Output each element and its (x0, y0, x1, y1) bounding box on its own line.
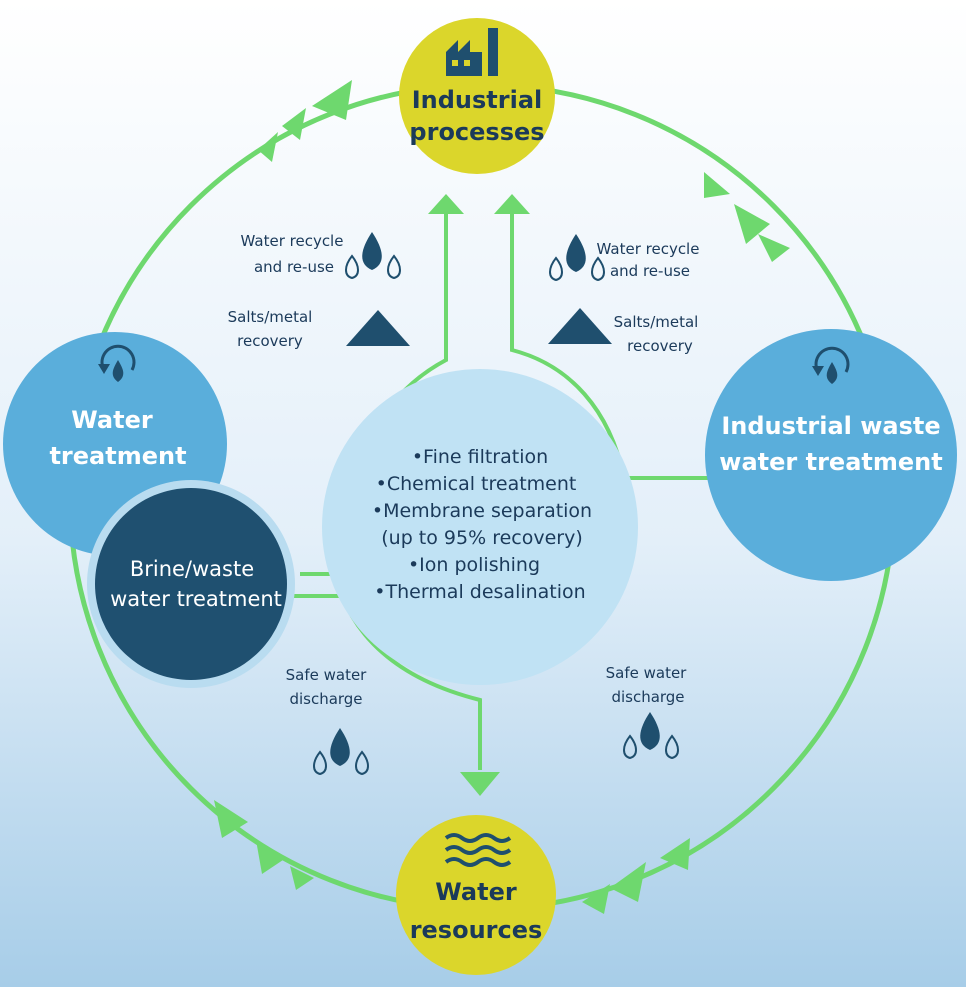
water-treatment-label-2: treatment (49, 442, 186, 470)
center-processes (322, 369, 638, 685)
water-resources-circle (396, 815, 556, 975)
center-item: •Chemical treatment (376, 473, 577, 495)
water-recycle-icon (98, 344, 136, 382)
left-recycle-label-2: and re-use (254, 258, 334, 276)
left-discharge-label-1: Safe water (286, 666, 368, 684)
brine-label-1: Brine/waste (130, 557, 254, 581)
connector-arrowheads (428, 194, 530, 796)
node-industrial-processes: Industrial processes (399, 18, 555, 174)
center-list: •Fine filtration •Chemical treatment •Me… (372, 446, 592, 603)
node-brine: Brine/waste water treatment (87, 480, 295, 688)
ring-arrow (582, 884, 610, 914)
ring-arrow (258, 132, 278, 162)
salt-pile-icon (548, 308, 612, 344)
ring-arrow (734, 204, 770, 244)
ring-arrow (758, 234, 790, 262)
ring-arrows (214, 80, 790, 914)
left-salts-label-2: recovery (237, 332, 303, 350)
ring-arrow (282, 108, 306, 140)
left-recycle-label-1: Water recycle (241, 232, 344, 250)
ring-arrow (312, 80, 352, 120)
water-drops-icon (313, 728, 369, 776)
water-drops-icon (549, 234, 605, 282)
arrowhead-up-right (494, 194, 530, 214)
industrial-waste-circle (705, 329, 957, 581)
node-water-resources: Water resources (396, 815, 556, 975)
waves-icon (444, 833, 512, 867)
right-salts-label-1: Salts/metal (614, 313, 699, 331)
ring-arrow (610, 862, 646, 902)
brine-label-2: water treatment (110, 587, 282, 611)
arrowhead-up-left (428, 194, 464, 214)
left-discharge-label-2: discharge (289, 690, 362, 708)
industrial-processes-circle (399, 18, 555, 174)
node-industrial-waste: Industrial waste water treatment (705, 329, 957, 581)
right-recycle-label-2: and re-use (610, 262, 690, 280)
center-item: •Thermal desalination (374, 581, 585, 603)
left-salts-label-1: Salts/metal (228, 308, 313, 326)
water-drops-icon (345, 232, 401, 280)
right-discharge-label-1: Safe water (606, 664, 688, 682)
ring-arrow (660, 838, 690, 870)
center-item: •Fine filtration (412, 446, 548, 468)
industrial-waste-label-2: water treatment (719, 448, 942, 476)
arrowhead-down (460, 772, 500, 796)
industrial-processes-label-2: processes (409, 118, 544, 146)
ring-arrow (214, 800, 248, 838)
salt-pile-icon (346, 310, 410, 346)
ring-arrow (256, 840, 286, 874)
factory-icon (446, 28, 498, 76)
water-drops-icon (623, 712, 679, 760)
center-item: •Ion polishing (408, 554, 540, 576)
ring-arrow (290, 866, 314, 890)
water-resources-label-1: Water (435, 878, 517, 906)
industrial-waste-label-1: Industrial waste (721, 412, 940, 440)
right-discharge-label-2: discharge (611, 688, 684, 706)
center-item: (up to 95% recovery) (381, 527, 583, 549)
brine-circle (95, 488, 287, 680)
ring-arrow (704, 172, 730, 198)
right-salts-label-2: recovery (627, 337, 693, 355)
center-item: •Membrane separation (372, 500, 592, 522)
water-recycle-icon (812, 346, 850, 384)
water-resources-label-2: resources (410, 916, 543, 944)
water-treatment-label-1: Water (71, 406, 153, 434)
right-recycle-label-1: Water recycle (597, 240, 700, 258)
industrial-processes-label-1: Industrial (412, 86, 543, 114)
